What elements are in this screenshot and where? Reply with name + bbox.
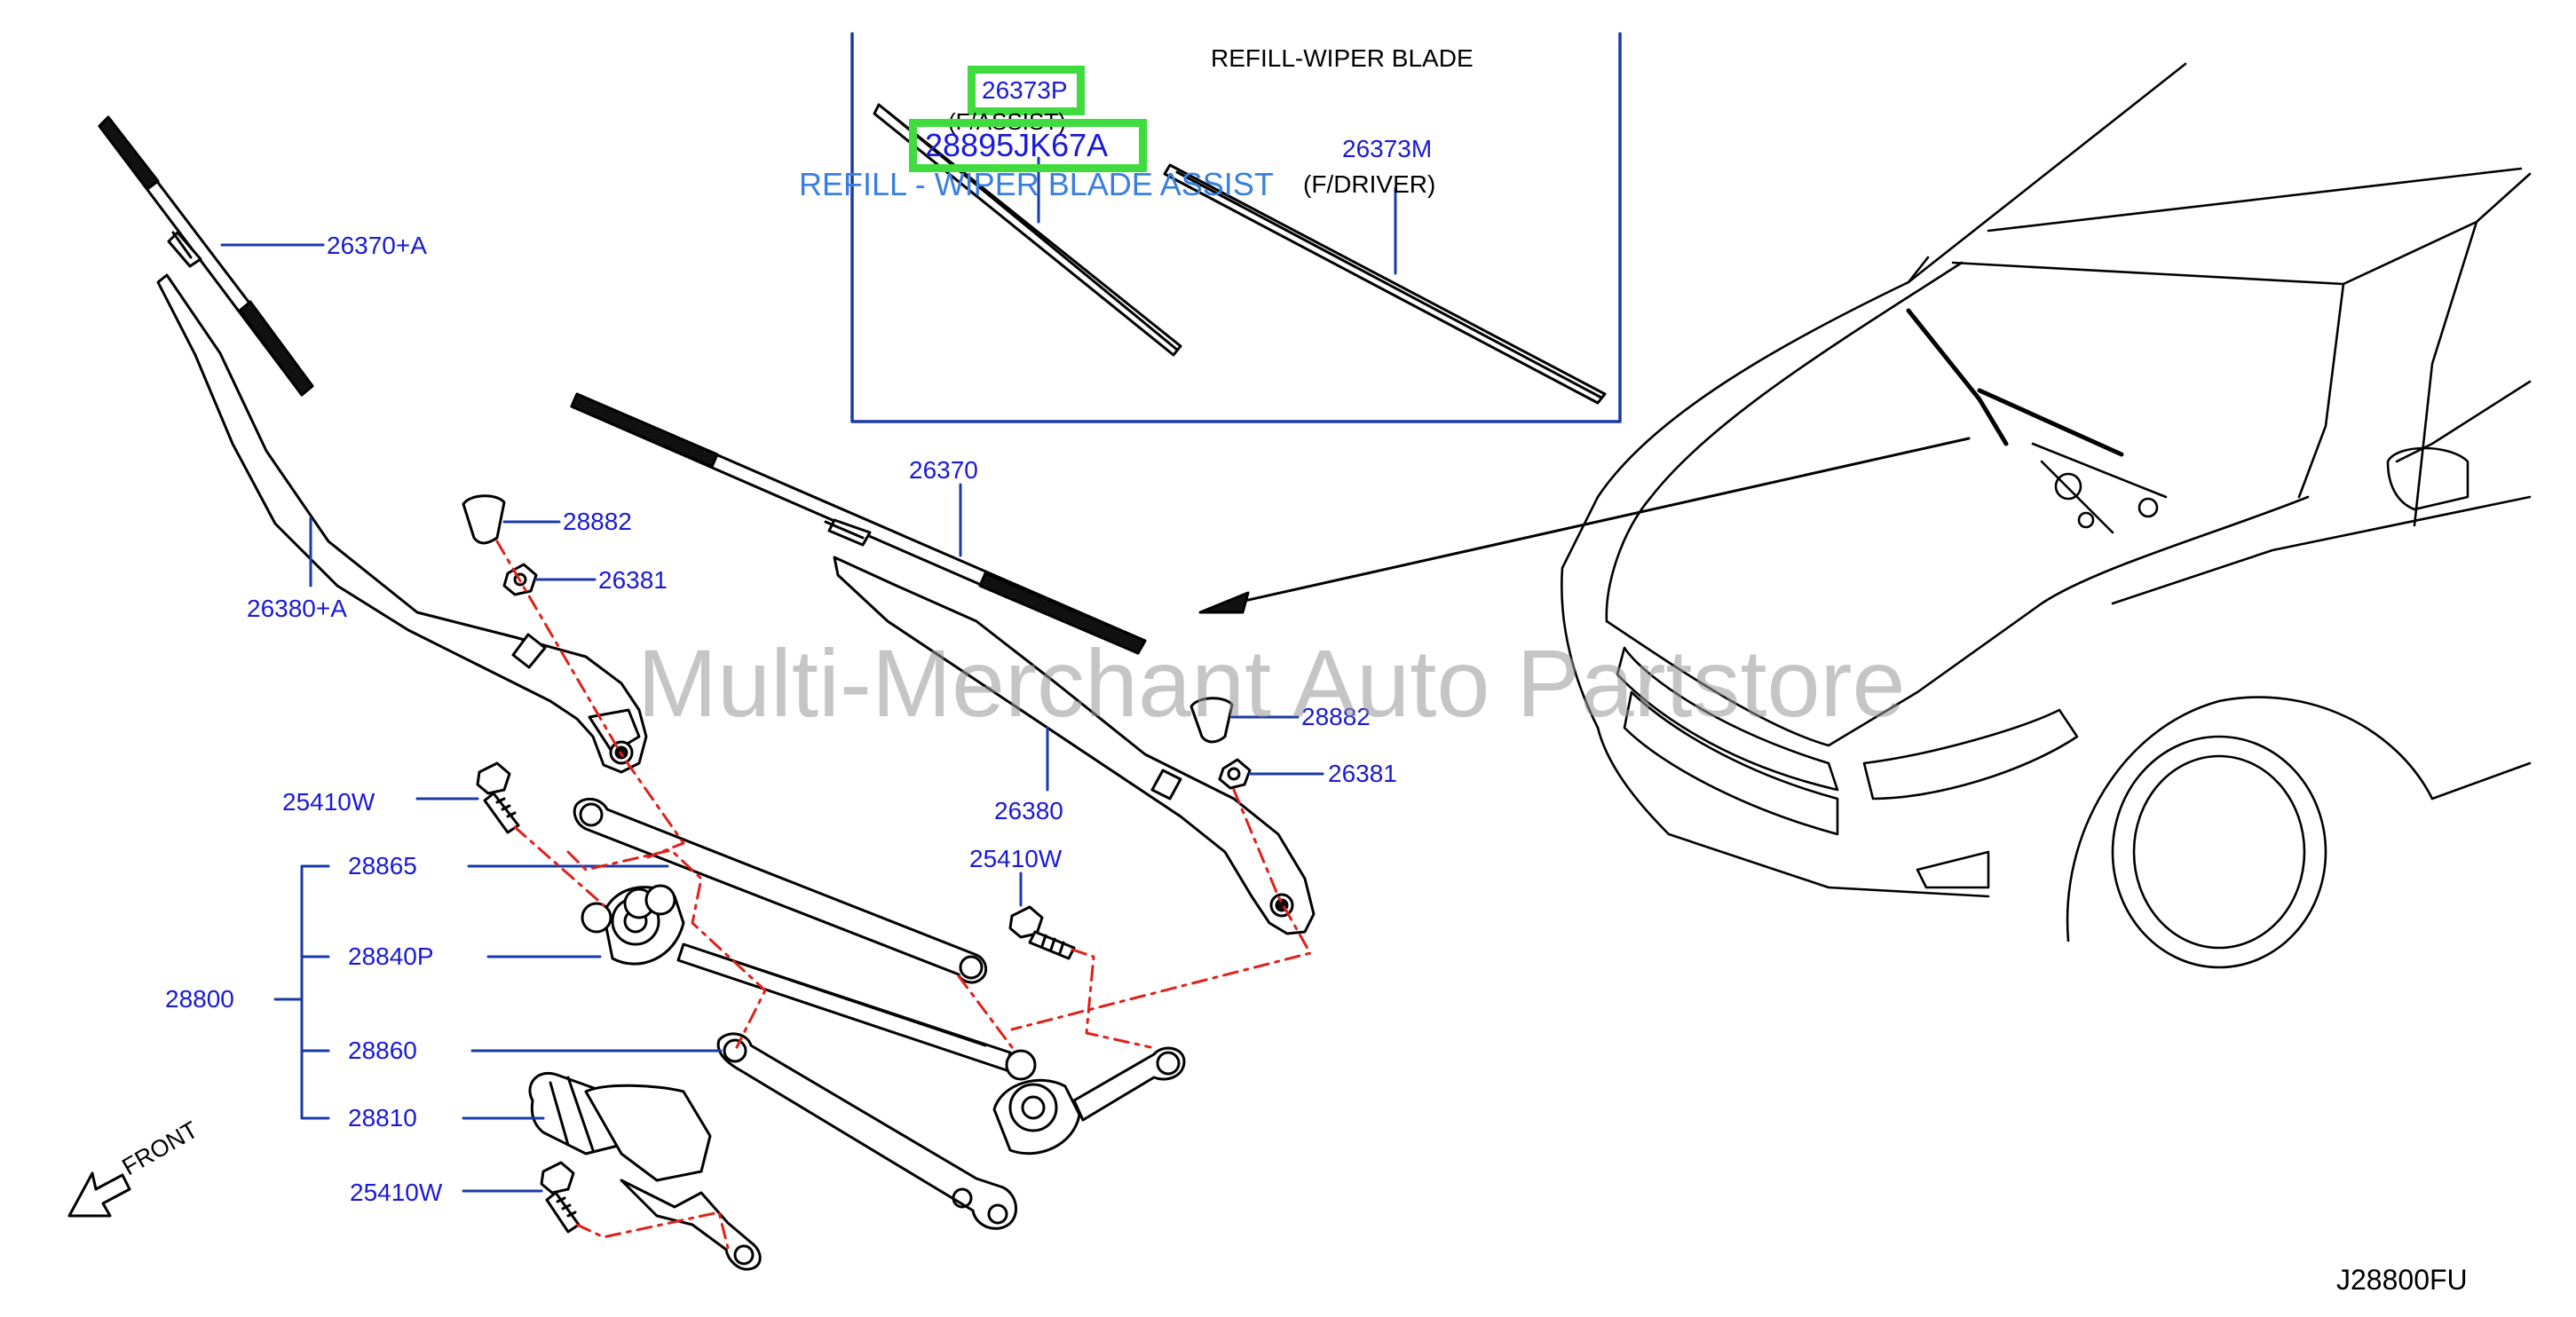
part-number-26373p[interactable]: 26373P [982, 76, 1068, 104]
cap-right [1189, 697, 1234, 744]
car-illustration [1561, 62, 2532, 969]
part-number-28895jk67a[interactable]: 28895JK67A [925, 127, 1109, 163]
refill-assist-name: REFILL - WIPER BLADE ASSIST [799, 166, 1274, 202]
label-motor[interactable]: 28810 [348, 1104, 417, 1132]
cap-left [462, 494, 506, 545]
arm-left [156, 273, 648, 774]
bolt-mid [1008, 905, 1076, 960]
assembly-dash-lines [495, 540, 1312, 1250]
bolt-top-left [476, 761, 520, 834]
highlight-box-26373p [968, 66, 1085, 115]
nut-right [1218, 758, 1252, 790]
driver-note: (F/DRIVER) [1303, 170, 1436, 198]
label-nut-left[interactable]: 26381 [598, 566, 668, 594]
inset-frame [850, 32, 1622, 423]
callout-arrow-head [1198, 591, 1250, 614]
label-arm-right[interactable]: 26380 [994, 797, 1063, 824]
label-cap-left[interactable]: 28882 [563, 508, 632, 535]
part-number-26373m[interactable]: 26373M [1342, 135, 1433, 162]
highlight-box-28895jk67a [909, 119, 1147, 172]
front-arrow [67, 1171, 131, 1218]
label-cap-right[interactable]: 28882 [1301, 703, 1371, 730]
label-blade-right[interactable]: 26370 [909, 456, 978, 484]
refill-driver-strip [1163, 163, 1607, 405]
diagram-code: J28800FU [2336, 1264, 2468, 1296]
label-bolt-bottom[interactable]: 25410W [350, 1179, 443, 1206]
blade-right [570, 392, 1147, 655]
label-bolt-top-left[interactable]: 25410W [282, 788, 375, 816]
blade-left [98, 115, 314, 397]
callout-arrow [1207, 437, 1971, 611]
inset-title: REFILL-WIPER BLADE [1211, 44, 1474, 72]
label-bolt-mid[interactable]: 25410W [969, 845, 1063, 872]
lower-rod [716, 1032, 1017, 1230]
label-pivot[interactable]: 28840P [348, 942, 434, 970]
bolt-bottom [540, 1161, 581, 1234]
bracket-28800 [273, 864, 330, 1120]
label-blade-left[interactable]: 26370+A [327, 232, 427, 259]
label-link[interactable]: 28865 [348, 852, 417, 879]
label-arm-left[interactable]: 26380+A [247, 595, 347, 622]
wiper-motor [528, 1071, 762, 1271]
right-pivot [992, 1046, 1186, 1155]
label-rod[interactable]: 28860 [348, 1037, 417, 1064]
left-pivot [581, 884, 685, 966]
label-nut-right[interactable]: 26381 [1328, 760, 1397, 787]
label-assembly[interactable]: 28800 [165, 985, 234, 1013]
